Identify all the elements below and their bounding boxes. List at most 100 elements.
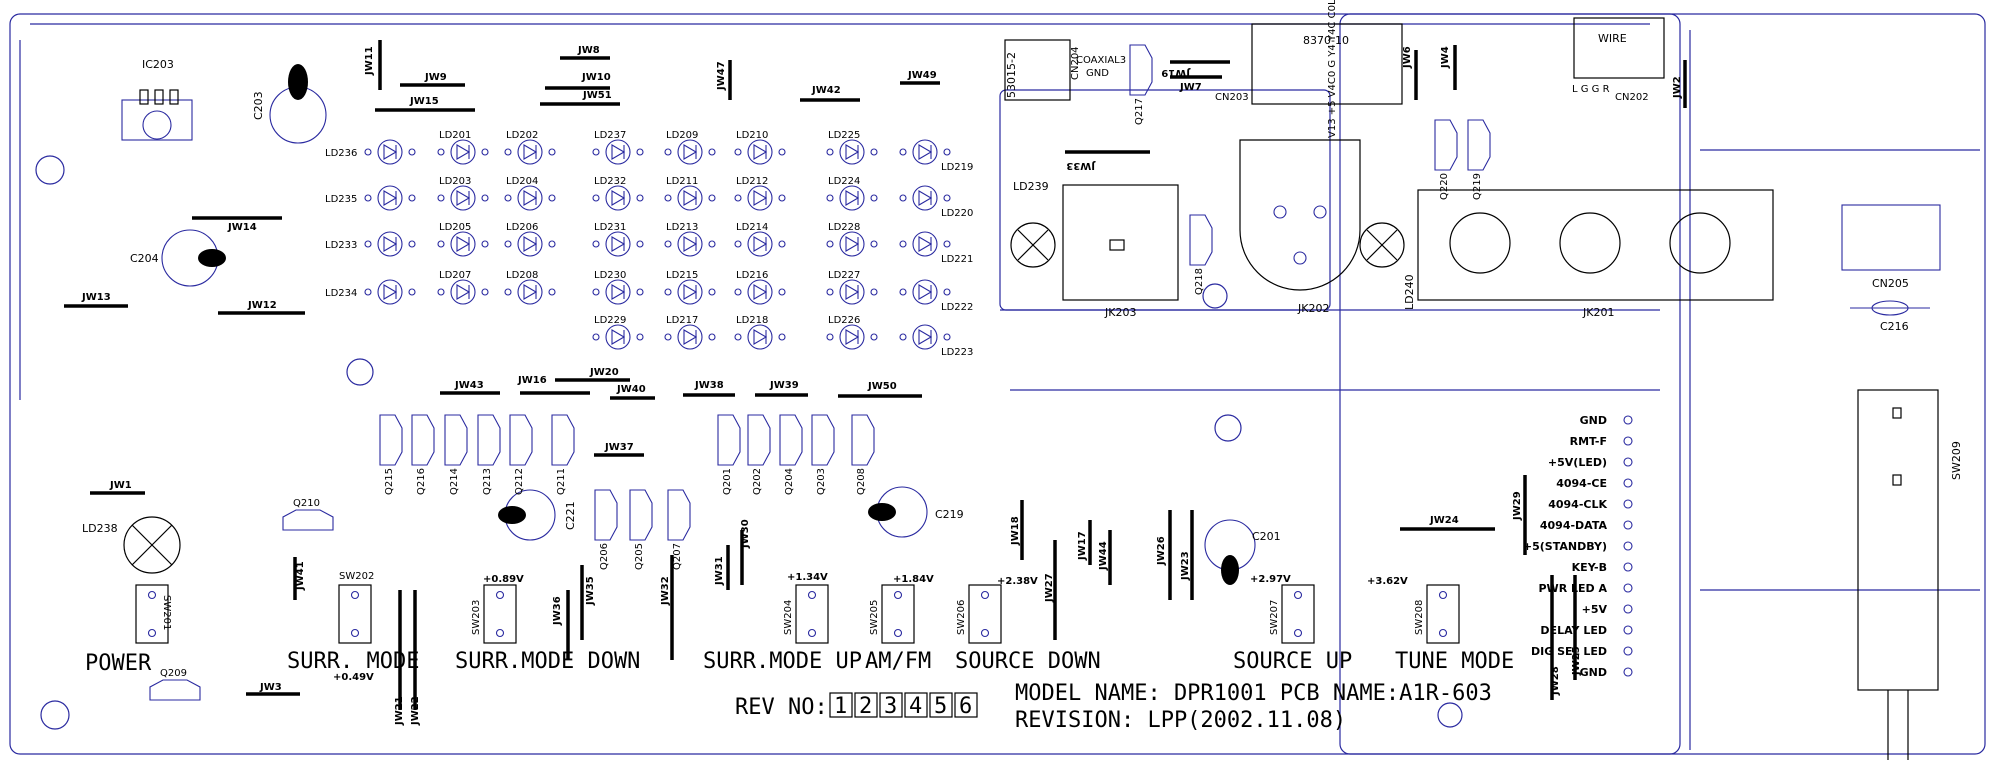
led: LD207: [437, 270, 489, 305]
transistor: Q209: [149, 668, 201, 701]
transistor-label: Q213: [482, 468, 493, 495]
led-label: LD222: [941, 302, 973, 313]
jumper: JW19: [1161, 60, 1230, 78]
rev-box: [854, 692, 878, 718]
jumper-group: JW11JW9JW15JW8JW10JW51JW47JW42JW49JW14JW…: [64, 40, 1687, 726]
transistor: Q217: [1129, 44, 1153, 125]
transistor-label: Q212: [514, 468, 525, 495]
button-label: POWER: [85, 651, 152, 676]
led: LD229: [592, 315, 644, 350]
transistor: Q214: [444, 414, 468, 495]
jumper: JW29: [1512, 475, 1527, 555]
jumper-label: JW19: [1161, 67, 1191, 78]
jumper: JW51: [540, 90, 620, 106]
led-label: LD211: [666, 176, 698, 187]
transistor-label: Q217: [1134, 98, 1145, 125]
jumper: JW33: [1065, 150, 1150, 171]
led-label: LD205: [439, 222, 471, 233]
jack-jk202: JK202: [1239, 139, 1361, 315]
led-label: LD218: [736, 315, 768, 326]
jumper: JW35: [580, 565, 596, 640]
led-label: LD216: [736, 270, 768, 281]
led-label: LD223: [941, 347, 973, 358]
transistor: Q207: [667, 489, 691, 570]
jack-pin-label: V13 +5 V4C0 G Y4 Y4C C0LED: [1327, 0, 1338, 138]
led-label: LD206: [506, 222, 538, 233]
led: LD226: [826, 315, 878, 350]
jumper-label: JW37: [604, 442, 634, 453]
jumper-label: JW39: [769, 380, 799, 391]
transistor: Q205: [629, 489, 653, 570]
led: LD205: [437, 222, 489, 257]
button-voltage: +2.97V: [1250, 574, 1291, 585]
jumper-label: JW27: [1044, 573, 1055, 603]
connector-pin: 4094-CLK: [1548, 498, 1633, 511]
jumper-label: JW18: [1010, 516, 1021, 546]
jumper: JW1: [90, 480, 145, 495]
c219-label: C219: [935, 508, 964, 521]
jumper: JW9: [400, 72, 465, 87]
ld238-label: LD238: [82, 522, 118, 535]
jumper: JW3: [246, 682, 300, 696]
led: LD232: [592, 176, 644, 211]
connector-pin-group: GNDRMT-F+5V(LED)4094-CE4094-CLK4094-DATA…: [1523, 414, 1633, 679]
ic-ic203: IC203: [121, 58, 193, 141]
led-label: LD227: [828, 270, 860, 281]
button-voltage: +3.62V: [1367, 576, 1408, 587]
capacitor-c219: C219: [868, 486, 964, 538]
connector-pin: +5(STANDBY): [1523, 540, 1633, 553]
jumper: JW21: [394, 590, 405, 726]
jumper-label: JW15: [409, 96, 439, 107]
transistor: Q201: [717, 414, 741, 495]
led: LD206: [504, 222, 556, 257]
jumper: JW15: [375, 96, 475, 112]
led-label: LD231: [594, 222, 626, 233]
led-label: LD236: [325, 148, 357, 159]
jumper: JW18: [1010, 500, 1024, 560]
jumper: JW4: [1440, 45, 1457, 90]
jumper-label: JW38: [694, 380, 724, 391]
led-ld240: LD240: [1359, 222, 1416, 310]
jack-jk203: JK203: [1062, 184, 1179, 319]
transistor: Q211: [551, 414, 575, 495]
rev-box-number: 2: [859, 694, 872, 719]
jumper-label: JW26: [1156, 536, 1167, 566]
model-name-line: MODEL NAME: DPR1001 PCB NAME:A1R-603: [1015, 681, 1492, 706]
rev-box-number: 5: [934, 694, 947, 719]
jumper: JW22: [410, 590, 421, 726]
pin-label: GND: [1580, 666, 1607, 679]
jumper-label: JW49: [907, 70, 937, 81]
connector-pin: +5V(LED): [1548, 456, 1633, 469]
transistor-label: Q218: [1194, 268, 1205, 295]
jumper: JW38: [683, 380, 735, 397]
part-8370-label: 8370-10: [1303, 34, 1349, 47]
led-label: LD220: [941, 208, 973, 219]
cn202-label: CN202: [1615, 92, 1649, 103]
connector-wire: WIRE L G G R CN202: [1572, 17, 1665, 103]
jumper-label: JW41: [295, 561, 306, 591]
switch-ref-label: SW202: [339, 571, 374, 582]
switch-ref-label: SW206: [956, 600, 967, 635]
button-label: SOURCE UP: [1233, 649, 1352, 674]
jumper-label: JW11: [364, 46, 375, 76]
transistor-label: Q219: [1472, 173, 1483, 200]
led-label: LD228: [828, 222, 860, 233]
sw209-label: SW209: [1950, 441, 1963, 480]
led: LD218: [734, 315, 786, 350]
connector-pin: GND: [1580, 666, 1633, 679]
jumper: JW6: [1402, 46, 1418, 100]
jumper-label: JW7: [1179, 82, 1202, 93]
led: LD222: [899, 279, 973, 313]
pin-label: +5(STANDBY): [1523, 540, 1607, 553]
jumper-label: JW43: [454, 380, 484, 391]
led-label: LD210: [736, 130, 768, 141]
led: LD213: [664, 222, 716, 257]
led: LD230: [592, 270, 644, 305]
led-label: LD214: [736, 222, 768, 233]
jumper-label: JW42: [811, 85, 841, 96]
jumper: JW20: [555, 367, 630, 382]
